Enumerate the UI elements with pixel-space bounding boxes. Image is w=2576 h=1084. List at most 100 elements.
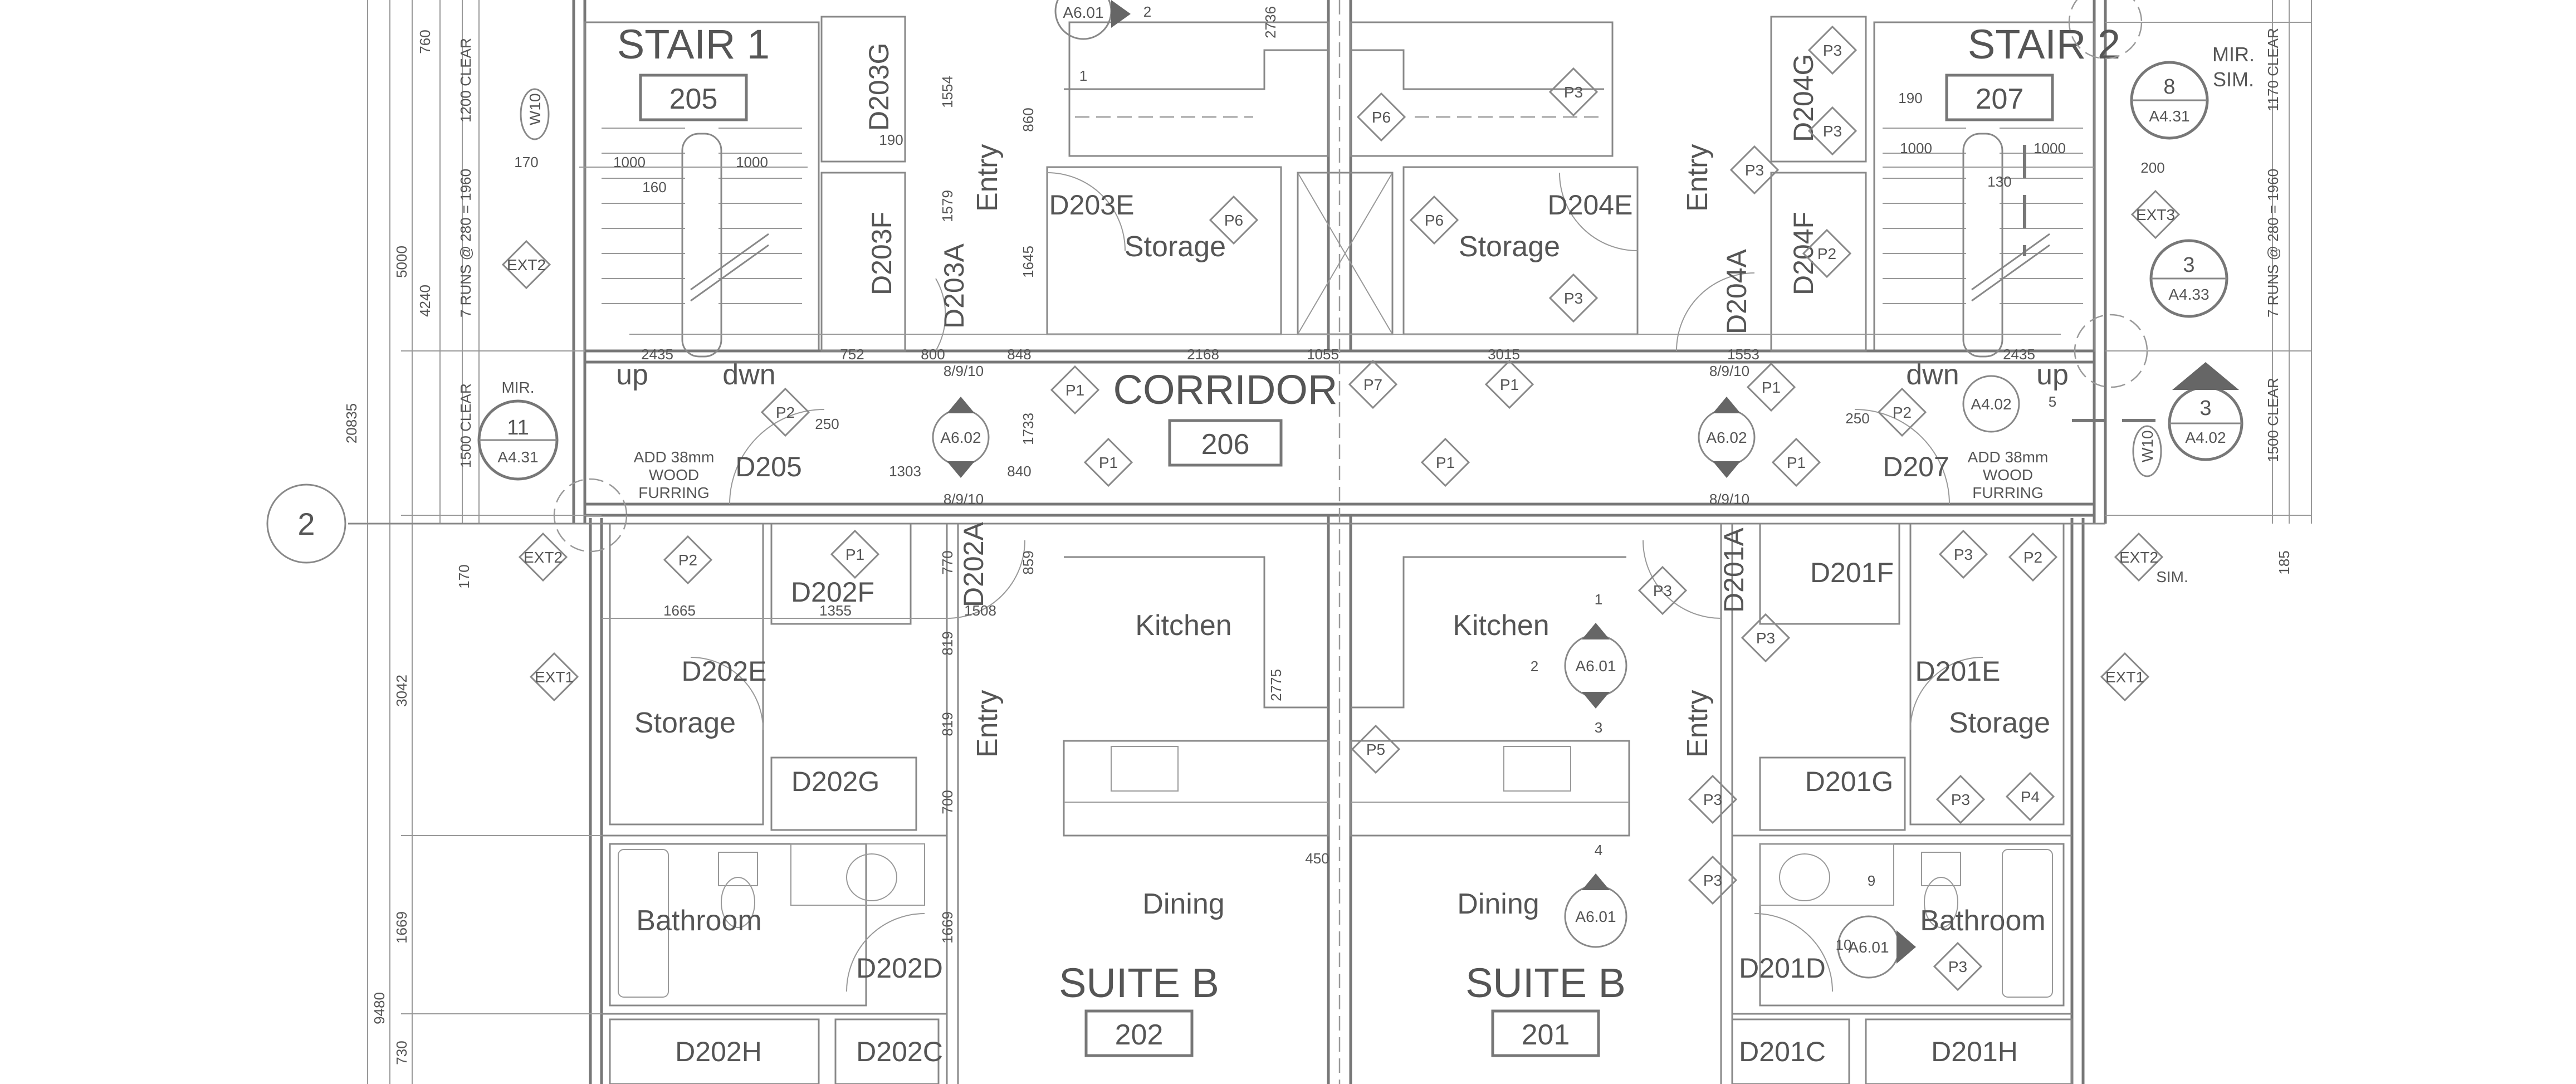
tag-ext1-r: EXT1 <box>2100 652 2150 702</box>
tag-p2-b: P2 <box>1802 228 1852 279</box>
note-furring-left-1: ADD 38mm <box>634 448 715 466</box>
door-d204e: D204E <box>1548 189 1633 221</box>
dim-d1355: 1355 <box>819 602 852 619</box>
dim-d760: 760 <box>417 30 433 53</box>
tag-p2-d: P2 <box>663 535 713 585</box>
room-entry-right-top: Entry <box>1682 144 1714 212</box>
tag-w10-right: W10 <box>2139 430 2156 462</box>
room-dining-left: Dining <box>1142 888 1224 920</box>
svg-text:P3: P3 <box>1823 42 1842 59</box>
dim-d130: 130 <box>1987 173 2011 190</box>
note-furring-right-3: FURRING <box>1972 484 2044 501</box>
svg-text:P7: P7 <box>1363 376 1382 393</box>
tag-ext2-b: EXT2 <box>518 532 568 582</box>
room-entry-left-bottom: Entry <box>971 690 1004 758</box>
tag-p3-g: P3 <box>1741 613 1791 663</box>
tag-p1-g: P1 <box>830 529 880 579</box>
svg-text:P3: P3 <box>1756 629 1775 647</box>
svg-text:P3: P3 <box>1703 791 1722 808</box>
stair-1-title: STAIR 1 <box>617 21 770 67</box>
room-kitchen-left: Kitchen <box>1135 609 1231 642</box>
tag-p1-c: P1 <box>1746 362 1796 412</box>
svg-text:P2: P2 <box>776 404 795 421</box>
dim-d819a: 819 <box>939 631 956 655</box>
room-dining-right: Dining <box>1457 888 1539 920</box>
dimension-lines <box>367 0 2312 1084</box>
suite-201-number: 201 <box>1522 1019 1570 1051</box>
svg-text:P2: P2 <box>1817 245 1836 262</box>
grid-line-2: 2 <box>266 484 2105 564</box>
room-labels: Storage Storage Entry Entry Kitchen Kitc… <box>616 144 2069 937</box>
svg-text:EXT2: EXT2 <box>524 549 563 566</box>
room-storage-right: Storage <box>1459 231 1560 263</box>
note-sim-bottom: SIM. <box>2156 568 2188 585</box>
svg-text:P3: P3 <box>1564 290 1583 307</box>
ref-a601-dining: A6.01 <box>1575 908 1616 925</box>
dim-frac-l2: 8/9/10 <box>944 491 984 507</box>
dim-d730: 730 <box>393 1041 410 1065</box>
note-furring-right-1: ADD 38mm <box>1968 448 2049 466</box>
room-storage-left-2: Storage <box>634 707 736 739</box>
dim-d190r: 190 <box>1898 90 1922 106</box>
suite-202-number: 202 <box>1115 1019 1164 1051</box>
tag-p3-e: P3 <box>1729 145 1780 195</box>
walls <box>572 0 2107 1084</box>
dim-d770: 770 <box>939 550 956 574</box>
note-clear-1200: 1200 CLEAR <box>457 38 474 123</box>
dim-d1554: 1554 <box>939 76 956 108</box>
svg-text:P5: P5 <box>1366 741 1385 758</box>
tag-p1-e: P1 <box>1420 437 1470 487</box>
door-d201e: D201E <box>1915 656 2001 687</box>
svg-text:P3: P3 <box>1703 872 1722 889</box>
svg-text:P3: P3 <box>1745 162 1764 179</box>
dim-d190: 190 <box>879 131 903 148</box>
window-tags: W10 W10 <box>520 88 2162 477</box>
tag-p2-a: P2 <box>760 387 810 437</box>
dim-d3042: 3042 <box>393 675 410 707</box>
svg-text:P2: P2 <box>1893 404 1912 421</box>
svg-text:P3: P3 <box>1564 84 1583 101</box>
door-d202h: D202H <box>675 1036 762 1067</box>
section-references: A6.01 A6.02 A6.02 A6.01 A6.01 A6.01 11 A… <box>477 0 2255 979</box>
dim-d1000c: 1000 <box>1900 140 1932 157</box>
door-d201h: D201H <box>1931 1036 2018 1067</box>
dim-d2736: 2736 <box>1262 6 1279 38</box>
corridor-number: 206 <box>1201 428 1250 461</box>
dim-d1508: 1508 <box>964 602 996 619</box>
dim-d1553: 1553 <box>1727 346 1759 363</box>
dim-n1b: 1 <box>1595 591 1602 608</box>
tag-p6-b: P6 <box>1209 195 1259 245</box>
room-storage-left: Storage <box>1125 231 1226 263</box>
svg-text:P1: P1 <box>1065 382 1084 399</box>
ref-a431-right-sheet: A4.31 <box>2149 108 2189 125</box>
note-furring-left-3: FURRING <box>638 484 710 501</box>
tag-ext1-l: EXT1 <box>529 652 579 702</box>
dim-n3: 3 <box>1595 719 1602 736</box>
note-mir-right: MIR. <box>2212 43 2255 66</box>
door-d203f: D203F <box>866 212 897 295</box>
door-d202e: D202E <box>682 656 767 687</box>
dim-d5000: 5000 <box>393 246 410 278</box>
door-d203g: D203G <box>863 43 894 131</box>
dim-d1055: 1055 <box>1307 346 1339 363</box>
svg-text:P4: P4 <box>2021 788 2040 805</box>
dim-d200: 200 <box>2140 159 2164 176</box>
svg-text:P1: P1 <box>1500 376 1519 393</box>
tag-p1-a: P1 <box>1050 365 1100 415</box>
dim-d250-r: 250 <box>1845 410 1869 427</box>
tag-p1-f: P1 <box>1771 437 1821 487</box>
dim-d1000b: 1000 <box>736 154 768 170</box>
tag-p3-k: P3 <box>1688 855 1738 905</box>
tag-p3-h: P3 <box>1938 529 1988 579</box>
ref-a601-bath: A6.01 <box>1848 939 1889 956</box>
svg-text:EXT2: EXT2 <box>2119 549 2158 566</box>
note-sim-right: SIM. <box>2213 68 2254 91</box>
note-clear-1500-right: 1500 CLEAR <box>2265 378 2281 462</box>
dim-d2168: 2168 <box>1187 346 1219 363</box>
grid-bubble-label: 2 <box>297 506 315 541</box>
room-kitchen-right: Kitchen <box>1453 609 1549 642</box>
door-d201d: D201D <box>1739 953 1826 984</box>
